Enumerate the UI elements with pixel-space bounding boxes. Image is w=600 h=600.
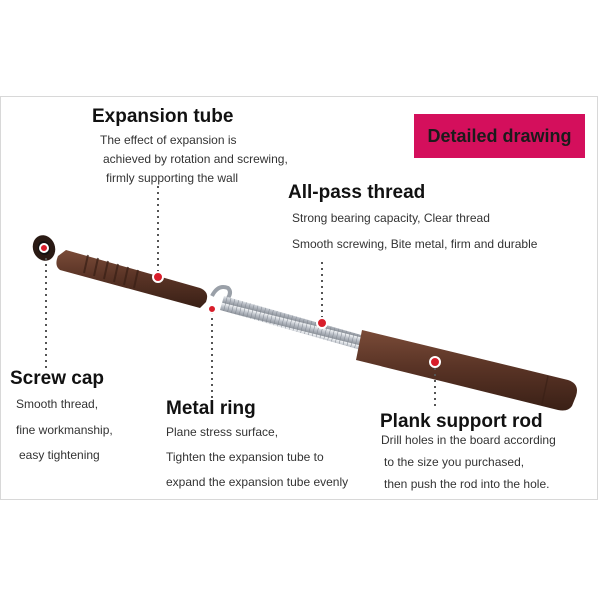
- plank-support-rod-desc-3: then push the rod into the hole.: [384, 477, 550, 491]
- metal-ring-desc-1: Plane stress surface,: [166, 425, 279, 439]
- threaded-rod-part: [220, 296, 372, 352]
- badge-label: Detailed drawing: [427, 125, 572, 146]
- plank-support-rod-title: Plank support rod: [380, 411, 543, 432]
- all-pass-thread-desc-1: Strong bearing capacity, Clear thread: [292, 211, 490, 225]
- screw-cap-desc-1: Smooth thread,: [16, 397, 99, 411]
- expansion-tube-desc-3: firmly supporting the wall: [106, 171, 239, 185]
- expansion-tube-part: [56, 250, 208, 308]
- plank-support-rod-desc-2: to the size you purchased,: [384, 455, 525, 469]
- expansion-tube-desc-1: The effect of expansion is: [100, 133, 237, 147]
- screw-cap-title: Screw cap: [10, 368, 104, 389]
- expansion-tube-marker: [152, 271, 164, 283]
- screw-cap-desc-3: easy tightening: [19, 448, 100, 462]
- all-pass-thread-title: All-pass thread: [288, 182, 426, 203]
- expansion-tube-desc-2: achieved by rotation and screwing,: [103, 152, 288, 166]
- metal-ring-desc-2: Tighten the expansion tube to: [166, 450, 324, 464]
- metal-ring-title: Metal ring: [166, 398, 256, 419]
- metal-ring-desc-3: expand the expansion tube evenly: [166, 475, 349, 489]
- metal-ring-marker: [207, 304, 217, 314]
- screw-cap-marker: [39, 243, 49, 253]
- screw-cap-desc-2: fine workmanship,: [16, 423, 113, 437]
- plank-support-rod-desc-1: Drill holes in the board according: [381, 433, 556, 447]
- detailed-drawing-badge: Detailed drawing: [414, 114, 585, 158]
- expansion-tube-title: Expansion tube: [92, 106, 234, 127]
- all-pass-thread-marker: [316, 317, 328, 329]
- plank-support-rod-marker: [429, 356, 441, 368]
- leader-lines: [45, 186, 436, 410]
- all-pass-thread-desc-2: Smooth screwing, Bite metal, firm and du…: [292, 237, 538, 251]
- marker-dots: [39, 243, 441, 368]
- diagram-frame: [0, 96, 598, 500]
- plank-support-rod-part: [356, 330, 577, 411]
- metal-ring-part: [210, 285, 232, 300]
